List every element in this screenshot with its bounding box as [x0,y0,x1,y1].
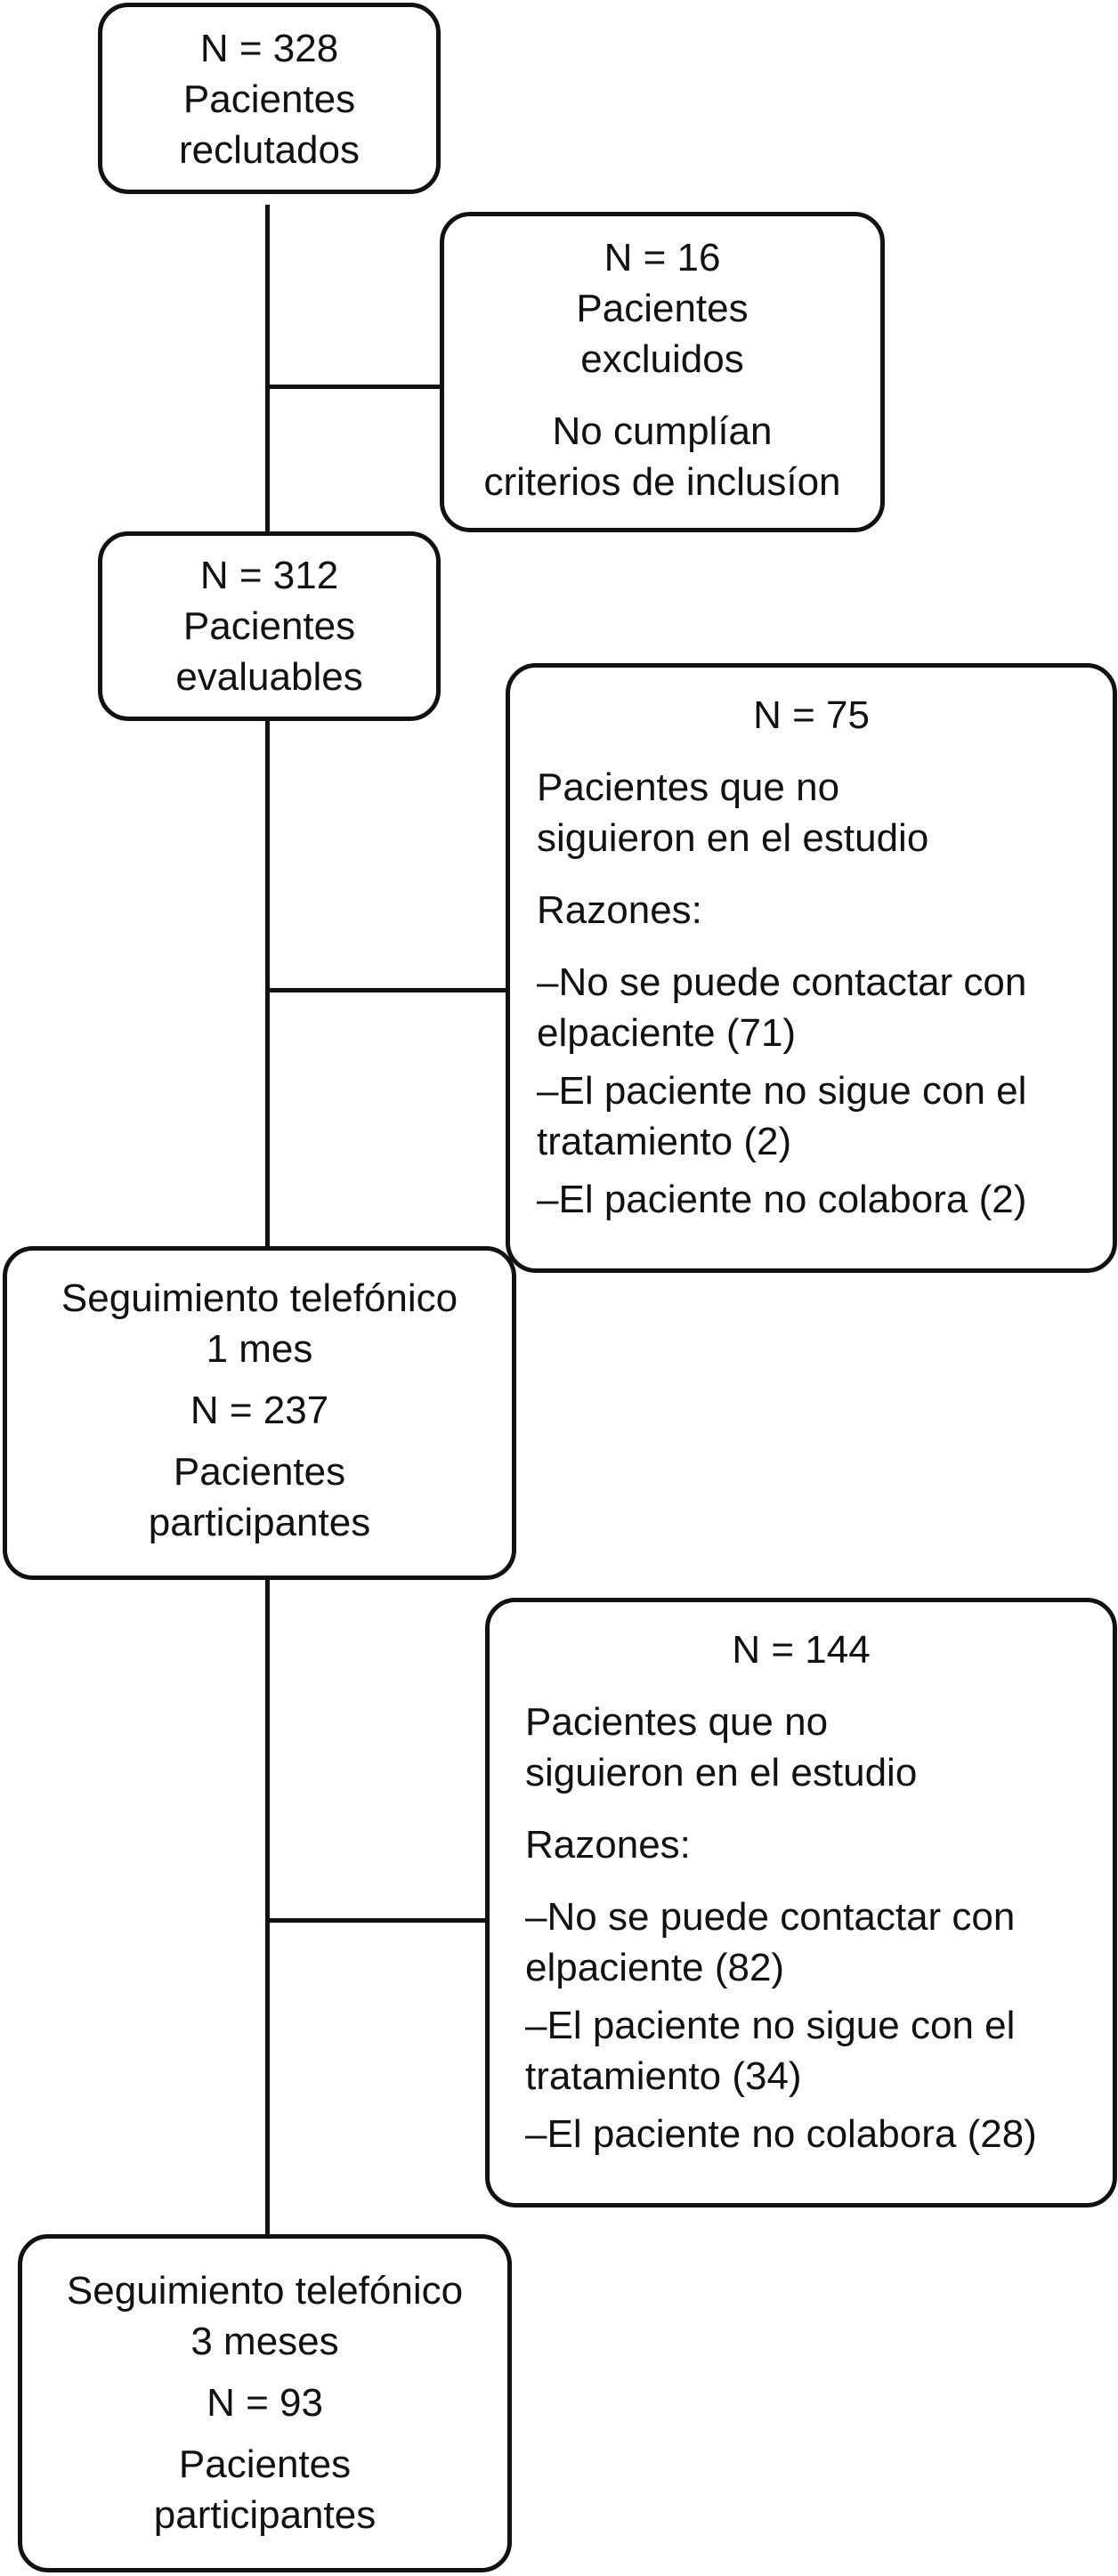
followup3-title2: 3 meses [190,2320,339,2363]
connector-to-excluded [265,385,442,389]
dropout2-desc1: Pacientes que no [525,1700,829,1744]
dropout2-reason3: –El paciente no colabora (28) [525,2112,1037,2156]
dropout1-reason1b: elpaciente (71) [537,1011,797,1055]
evaluable-line2: evaluables [175,655,363,699]
dropout2-n: N = 144 [732,1628,871,1672]
followup3-line1: Pacientes [178,2442,352,2486]
dropout2-reason1b: elpaciente (82) [525,1946,785,1989]
box-followup-1-month: Seguimiento telefónico 1 mes N = 237 Pac… [3,1246,516,1580]
connector-main-2 [265,721,270,1246]
box-dropout-2: N = 144 Pacientes que no siguieron en el… [485,1598,1117,2207]
evaluable-line1: Pacientes [182,604,356,648]
recruited-line2: reclutados [178,128,360,172]
followup3-title1: Seguimiento telefónico [66,2269,464,2313]
box-followup-3-months: Seguimiento telefónico 3 meses N = 93 Pa… [18,2234,512,2572]
followup1-line1: Pacientes [173,1450,346,1494]
dropout2-reasons-title: Razones: [525,1823,691,1867]
dropout2-reason2a: –El paciente no sigue con el [525,2004,1016,2047]
followup1-title2: 1 mes [206,1327,313,1371]
followup1-title1: Seguimiento telefónico [61,1276,458,1320]
box-excluded: N = 16 Pacientes excluidos No cumplían c… [440,212,885,532]
dropout1-desc2: siguieron en el estudio [537,816,929,860]
dropout2-reason1a: –No se puede contactar con [525,1895,1016,1939]
followup1-n: N = 237 [190,1389,329,1432]
connector-to-dropout1 [265,988,507,992]
connector-main-1 [265,205,270,534]
followup1-line2: participantes [148,1501,371,1544]
box-dropout-1: N = 75 Pacientes que no siguieron en el … [506,663,1117,1273]
dropout1-reasons-title: Razones: [537,888,702,932]
dropout1-reason3: –El paciente no colabora (2) [537,1178,1027,1221]
connector-main-3 [265,1580,270,2234]
followup3-line2: participantes [153,2493,377,2537]
dropout1-reason2a: –El paciente no sigue con el [537,1069,1027,1113]
dropout1-reason2b: tratamiento (2) [537,1120,792,1163]
recruited-n: N = 328 [199,27,339,70]
recruited-line1: Pacientes [182,77,356,121]
dropout2-reason2b: tratamiento (34) [525,2054,802,2098]
excluded-n: N = 16 [604,236,721,279]
dropout1-reason1a: –No se puede contactar con [537,960,1027,1004]
connector-to-dropout2 [265,1918,486,1923]
followup3-n: N = 93 [207,2381,323,2425]
excluded-reason1: No cumplían [552,409,773,453]
evaluable-n: N = 312 [199,554,339,597]
excluded-reason2: criterios de inclusíon [483,460,841,504]
box-recruited: N = 328 Pacientes reclutados [98,3,441,194]
box-evaluable: N = 312 Pacientes evaluables [98,531,441,721]
excluded-line1: Pacientes [576,287,749,330]
dropout1-desc1: Pacientes que no [537,766,840,809]
excluded-line2: excluidos [580,337,744,381]
dropout1-n: N = 75 [753,693,870,737]
dropout2-desc2: siguieron en el estudio [525,1751,918,1794]
